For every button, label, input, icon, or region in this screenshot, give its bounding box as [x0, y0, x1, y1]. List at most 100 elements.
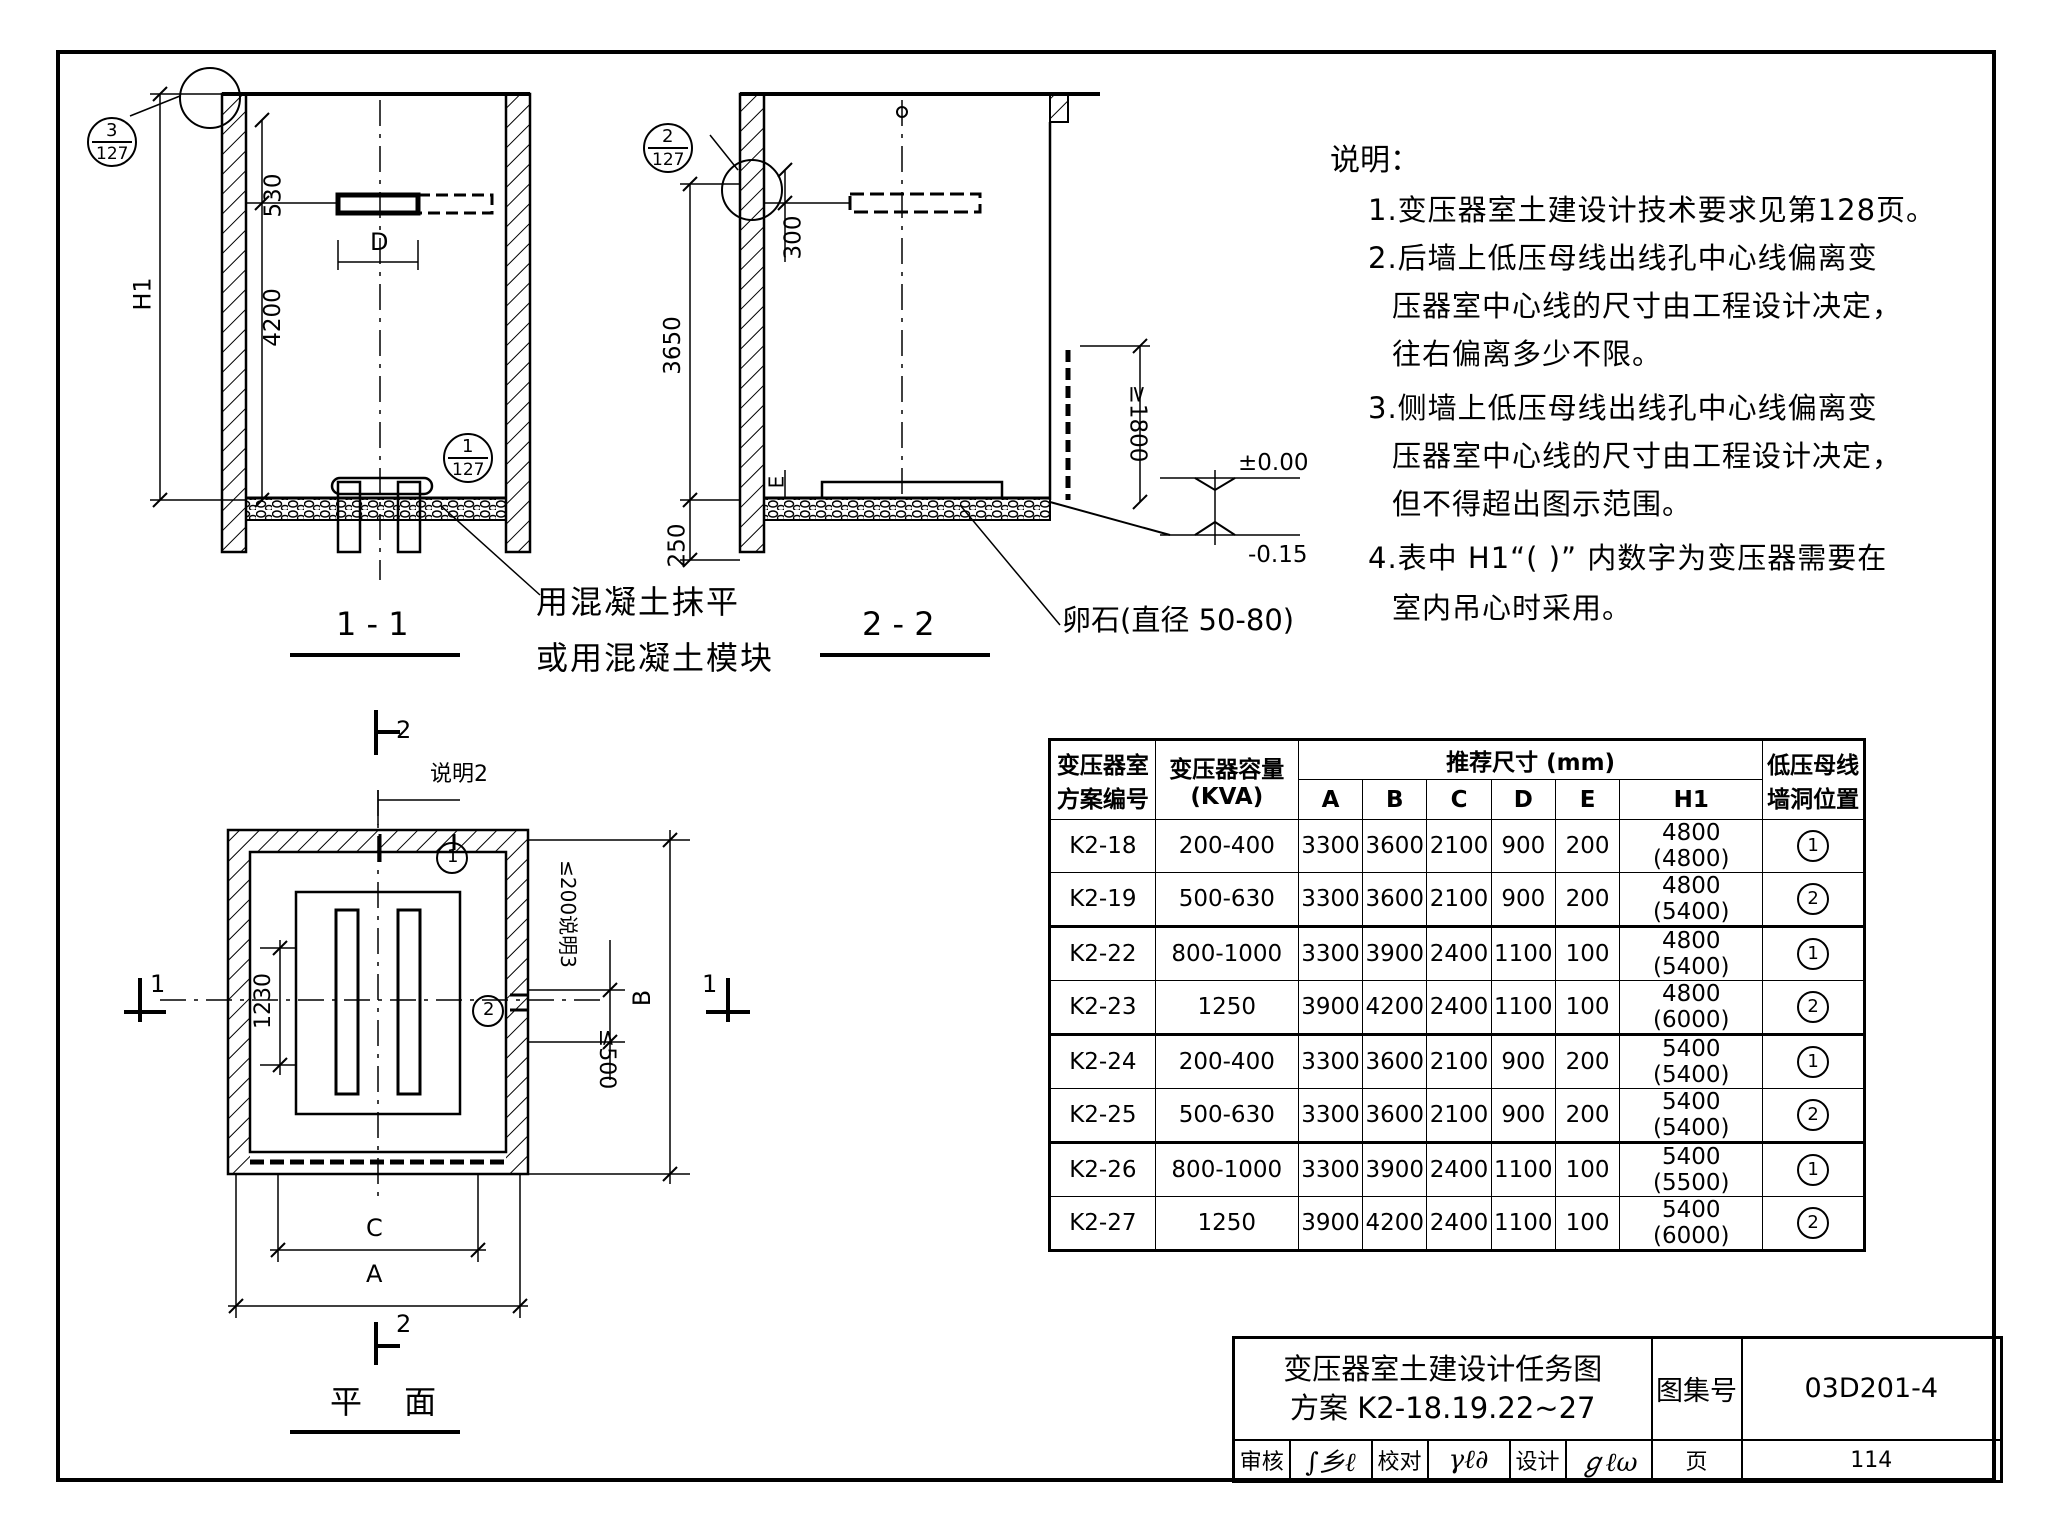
th-e: E — [1554, 779, 1621, 820]
cell-e: 200 — [1554, 1033, 1621, 1089]
cell-pos: 2 — [1762, 1196, 1865, 1251]
page-number: 114 — [1740, 1438, 2003, 1483]
design-label: 设计 — [1508, 1438, 1567, 1483]
check-label: 校对 — [1370, 1438, 1429, 1483]
dim-530: 530 — [260, 173, 287, 218]
cell-a: 3300 — [1297, 1088, 1364, 1143]
cell-scheme: K2-26 — [1049, 1141, 1156, 1197]
cell-d: 1100 — [1490, 925, 1556, 981]
note-line-2: 2.后墙上低压母线出线孔中心线偏离变 — [1368, 241, 1878, 275]
cell-scheme: K2-25 — [1049, 1088, 1156, 1143]
callout-concrete-1: 用混凝土抹平 — [536, 583, 741, 621]
th-h1: H1 — [1619, 779, 1764, 820]
cell-e: 100 — [1554, 1141, 1621, 1197]
atlas-label: 图集号 — [1650, 1336, 1743, 1441]
cell-h1: 4800 (6000) — [1619, 980, 1764, 1035]
drawing-title: 变压器室土建设计任务图 — [1283, 1351, 1603, 1386]
ref-3-num: 3 — [106, 120, 118, 141]
spec-table: 变压器室方案编号 变压器容量(KVA) 推荐尺寸 (mm) 低压母线墙洞位置 A… — [1048, 738, 1866, 1252]
level-0: ±0.00 — [1238, 450, 1309, 476]
atlas-number: 03D201-4 — [1740, 1336, 2003, 1441]
cell-d: 900 — [1490, 872, 1556, 927]
cell-e: 100 — [1554, 1196, 1621, 1251]
cell-b: 3900 — [1362, 1141, 1428, 1197]
cell-h1: 5400 (5400) — [1619, 1033, 1764, 1089]
dim-1230: 1230 — [251, 973, 276, 1029]
position-circle: 1 — [1797, 1154, 1830, 1186]
th-pos: 低压母线墙洞位置 — [1762, 739, 1865, 820]
cell-c: 2400 — [1426, 980, 1492, 1035]
note-line-6: 压器室中心线的尺寸由工程设计决定， — [1392, 439, 1903, 473]
plan-note3: ≤200说明3 — [555, 860, 580, 968]
position-circle: 1 — [1797, 830, 1830, 862]
cell-scheme: K2-27 — [1049, 1196, 1156, 1251]
cell-d: 900 — [1490, 819, 1556, 873]
callout-gravel: 卵石(直径 50-80) — [1062, 603, 1295, 637]
cell-h1: 5400 (5400) — [1619, 1088, 1764, 1143]
cell-b: 3900 — [1362, 925, 1428, 981]
cell-c: 2400 — [1426, 925, 1492, 981]
dim-b: B — [628, 989, 657, 1007]
cell-capacity: 200-400 — [1154, 1033, 1299, 1089]
title-block: 变压器室土建设计任务图 方案 K2-18.19.22~27 图集号 03D201… — [1232, 1336, 2004, 1483]
dim-c: C — [366, 1214, 383, 1242]
cell-e: 100 — [1554, 980, 1621, 1035]
th-dims: 推荐尺寸 (mm) — [1297, 739, 1764, 780]
dim-1800: ≥1800 — [1124, 384, 1151, 463]
plan-pos-2: 2 — [483, 999, 495, 1020]
cell-h1: 5400 (5500) — [1619, 1141, 1764, 1197]
cell-capacity: 800-1000 — [1154, 925, 1299, 981]
cell-pos: 2 — [1762, 1088, 1865, 1143]
cell-b: 4200 — [1362, 980, 1428, 1035]
cell-capacity: 200-400 — [1154, 819, 1299, 873]
cell-b: 3600 — [1362, 819, 1428, 873]
cell-a: 3900 — [1297, 1196, 1364, 1251]
cell-a: 3300 — [1297, 1141, 1364, 1197]
dim-4200: 4200 — [259, 288, 286, 347]
ref-2-num: 2 — [662, 126, 674, 147]
cell-c: 2100 — [1426, 872, 1492, 927]
position-circle: 1 — [1797, 1046, 1830, 1078]
cell-capacity: 1250 — [1154, 980, 1299, 1035]
note-line-9: 室内吊心时采用。 — [1392, 591, 1633, 625]
plan-drawing — [124, 710, 750, 1434]
review-label: 审核 — [1232, 1438, 1291, 1483]
cell-a: 3900 — [1297, 980, 1364, 1035]
dim-3650: 3650 — [659, 316, 686, 375]
note-line-1: 1.变压器室土建设计技术要求见第128页。 — [1368, 193, 1937, 227]
cut-2-top: 2 — [396, 716, 412, 744]
cell-capacity: 1250 — [1154, 1196, 1299, 1251]
cell-b: 4200 — [1362, 1196, 1428, 1251]
position-circle: 1 — [1797, 938, 1830, 970]
section-1-1-drawing — [129, 67, 541, 657]
plan-position-circles — [436, 842, 504, 1027]
level-minus-015: -0.15 — [1248, 542, 1308, 568]
cell-d: 1100 — [1490, 980, 1556, 1035]
cell-scheme: K2-22 — [1049, 925, 1156, 981]
cut-1-right: 1 — [702, 970, 718, 998]
th-d: D — [1490, 779, 1556, 820]
cell-c: 2400 — [1426, 1196, 1492, 1251]
cell-capacity: 500-630 — [1154, 872, 1299, 927]
note-line-5: 3.侧墙上低压母线出线孔中心线偏离变 — [1368, 391, 1878, 425]
section-2-2-label: 2 - 2 — [862, 605, 935, 643]
note-line-7: 但不得超出图示范围。 — [1392, 487, 1693, 521]
cell-b: 3600 — [1362, 872, 1428, 927]
cell-scheme: K2-23 — [1049, 980, 1156, 1035]
note-line-4: 往右偏离多少不限。 — [1392, 337, 1663, 371]
th-c: C — [1426, 779, 1492, 820]
cell-scheme: K2-19 — [1049, 872, 1156, 927]
position-circle: 2 — [1797, 883, 1830, 915]
cell-pos: 1 — [1762, 1033, 1865, 1089]
ref-circles — [87, 117, 693, 483]
cell-c: 2100 — [1426, 1088, 1492, 1143]
design-signature: ℊℓω — [1564, 1438, 1653, 1483]
cut-2-bottom: 2 — [396, 1310, 412, 1338]
section-1-1-label: 1 - 1 — [336, 605, 409, 643]
cell-scheme: K2-18 — [1049, 819, 1156, 873]
cell-a: 3300 — [1297, 819, 1364, 873]
dim-d: D — [370, 228, 389, 256]
dim-e: E — [764, 475, 789, 489]
